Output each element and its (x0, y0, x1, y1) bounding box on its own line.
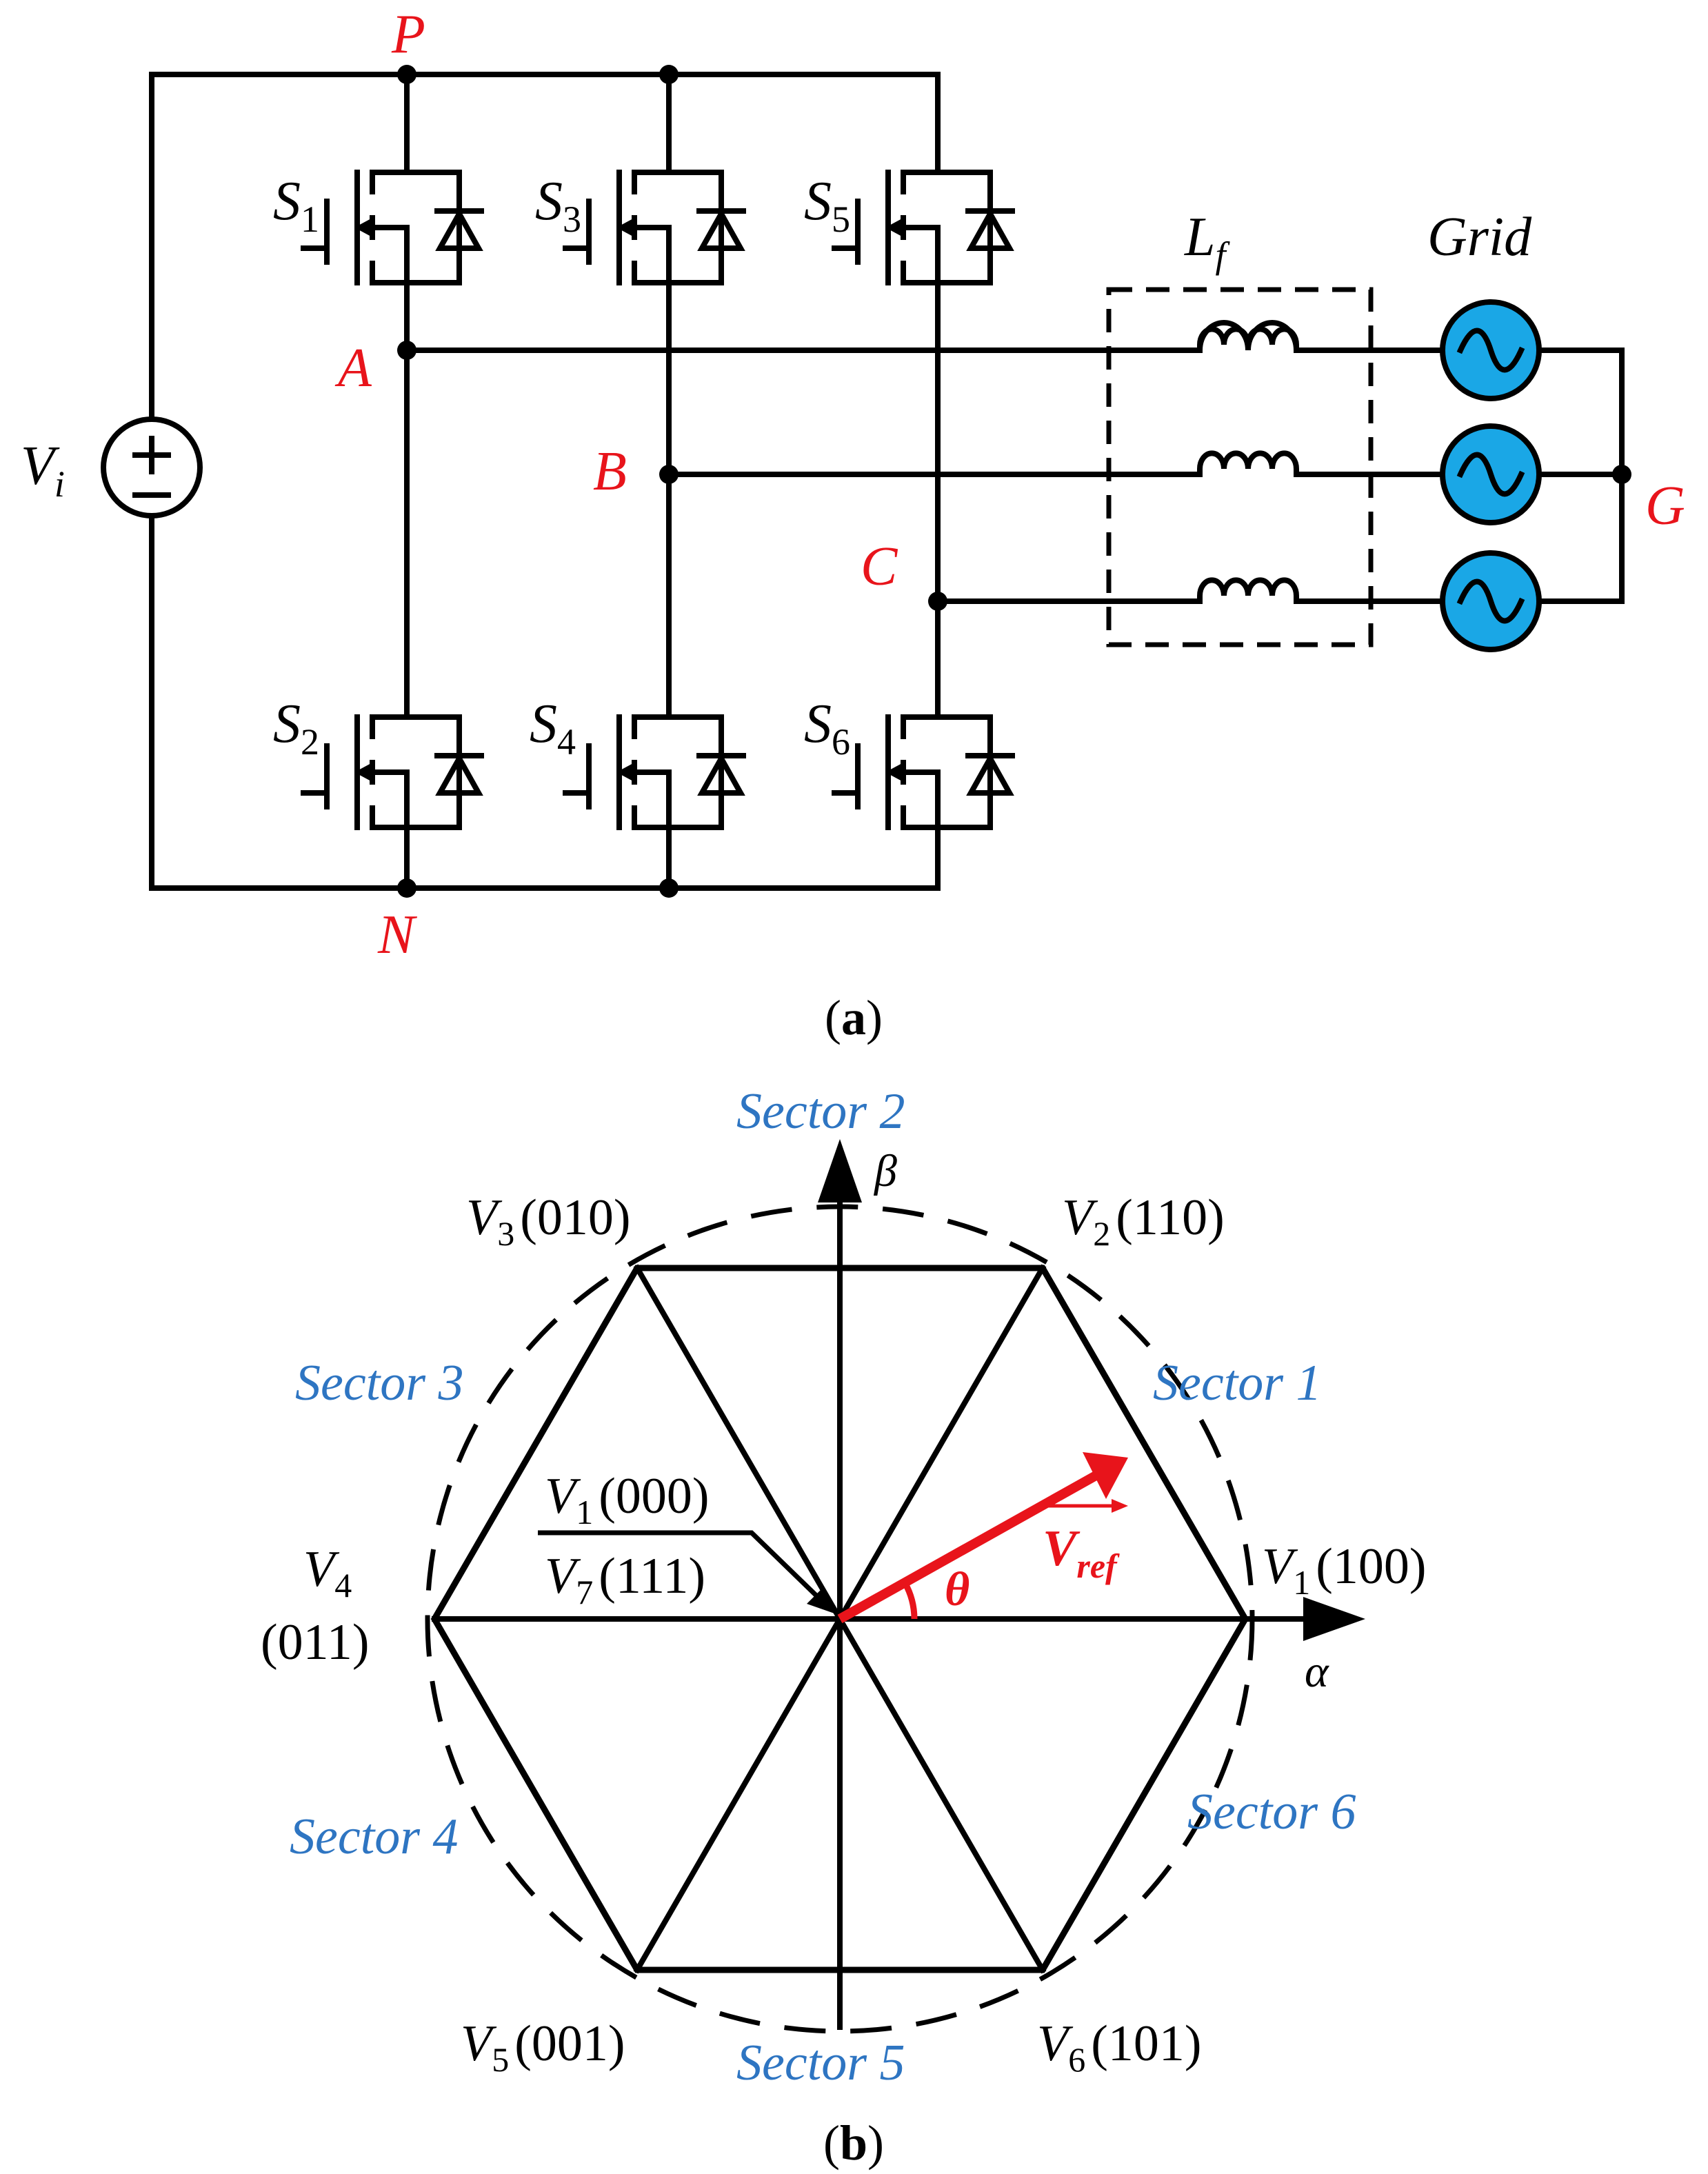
switch-label-s5: S5 (804, 171, 850, 240)
vector-label-v6: V6(101) (1037, 2015, 1202, 2079)
zero-vector-label-v7: V7(111) (545, 1548, 705, 1611)
switch-label-s2: S2 (273, 694, 319, 763)
junction-c (928, 592, 947, 611)
alpha-axis-arrow (1303, 1597, 1365, 1641)
junction-b (659, 465, 679, 484)
switch-label-s4: S4 (530, 694, 576, 763)
vref-arrow (837, 1467, 1106, 1624)
vref-arrowhead (1083, 1452, 1128, 1499)
sector-label-3: Sector 3 (295, 1355, 464, 1411)
junction-g (1612, 465, 1631, 484)
sector-label-5: Sector 5 (736, 2035, 905, 2091)
beta-label: β (873, 1146, 897, 1196)
vref-overline-arrow (1112, 1499, 1128, 1513)
switch-s1 (303, 138, 481, 317)
alpha-label: α (1305, 1647, 1329, 1697)
junction-p (397, 65, 416, 84)
vector-label-v4-symbol: V4 (303, 1541, 352, 1604)
node-label-c: C (861, 536, 898, 597)
switch-s5 (834, 138, 1012, 317)
space-vector-hexagon: α β Sector 1 Sector 2 Sector 3 Sector 4 … (261, 1083, 1427, 2091)
caption-b: (b) (823, 2115, 884, 2171)
switch-label-s6: S6 (804, 694, 850, 763)
neutral-wire (1536, 348, 1625, 604)
grid-label: Grid (1427, 207, 1532, 268)
vector-label-v2: V2(110) (1062, 1189, 1225, 1253)
zero-vector-pointer (538, 1530, 823, 1602)
junction-n (397, 878, 416, 898)
junction-top-b (659, 65, 679, 84)
node-label-b: B (593, 441, 627, 502)
caption-a: (a) (825, 990, 883, 1045)
vref-label: Vref (1043, 1520, 1120, 1585)
theta-arc (902, 1580, 918, 1620)
node-label-g: G (1645, 476, 1685, 536)
vector-label-v4-state: (011) (261, 1614, 370, 1671)
filter-box (1106, 287, 1374, 647)
filter-label: Lf (1184, 207, 1231, 276)
zero-vector-label-v1: V1(000) (545, 1468, 710, 1531)
beta-axis-arrow (818, 1139, 862, 1202)
grid-sources (1440, 299, 1542, 652)
vector-label-v3: V3(010) (466, 1189, 631, 1253)
switch-s4 (565, 683, 743, 862)
sector-label-6: Sector 6 (1187, 1784, 1356, 1840)
switch-label-s1: S1 (273, 171, 319, 240)
inductor-b (1169, 450, 1300, 477)
node-label-a: A (334, 338, 372, 399)
switch-label-s3: S3 (535, 171, 581, 240)
vector-label-v1: V1(100) (1262, 1538, 1427, 1602)
sector-label-1: Sector 1 (1153, 1355, 1322, 1411)
theta-label: θ (945, 1563, 969, 1616)
inductor-c (1169, 577, 1300, 604)
switch-s6 (834, 683, 1012, 862)
grid-source-a (1440, 299, 1542, 401)
grid-source-b (1440, 423, 1542, 525)
node-label-p: P (391, 4, 425, 65)
switch-s3 (565, 138, 743, 317)
inverter-circuit: P N A B C G Vi S1 S3 S5 S2 S4 S6 Lf Grid (21, 4, 1685, 965)
grid-source-c (1440, 550, 1542, 652)
sector-label-4: Sector 4 (290, 1809, 459, 1865)
vector-label-v5: V5(001) (461, 2015, 625, 2079)
sector-label-2: Sector 2 (736, 1083, 905, 1140)
inductor-a (1169, 320, 1300, 354)
node-label-n: N (377, 905, 418, 965)
junction-bottom-b (659, 878, 679, 898)
switch-s2 (303, 683, 481, 862)
junction-a (397, 341, 416, 360)
dc-source-label: Vi (21, 436, 65, 505)
dc-source (101, 416, 203, 519)
zero-vector-pointer-head (807, 1587, 834, 1613)
